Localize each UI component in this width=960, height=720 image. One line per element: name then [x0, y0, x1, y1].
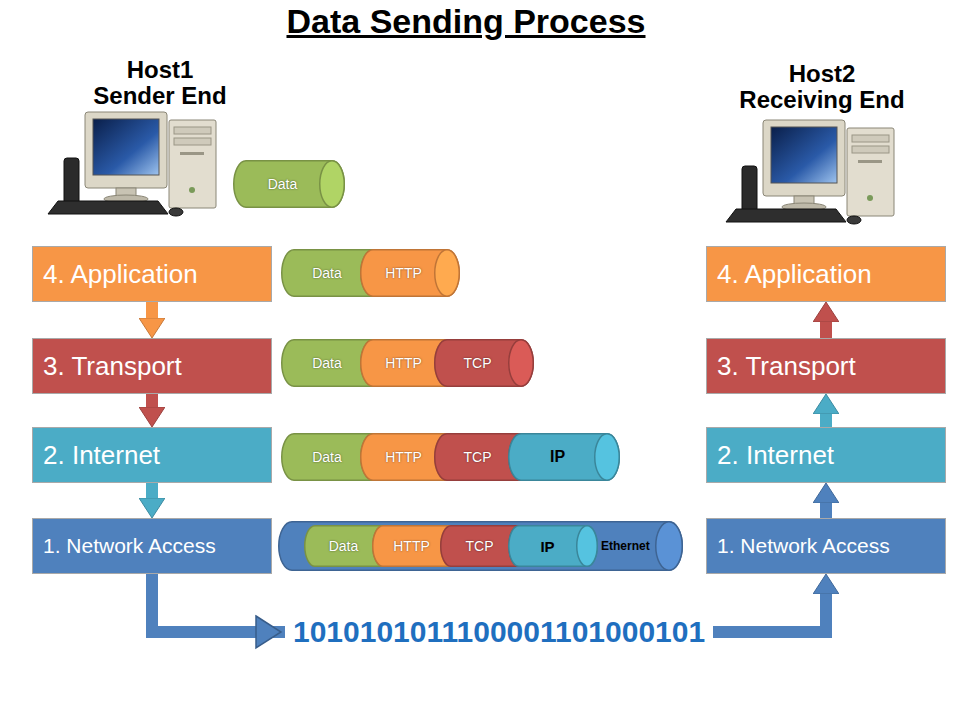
- bit-stream-box: 1010101011100001101000101: [285, 615, 713, 649]
- flow-arrow: [820, 414, 832, 427]
- header-segment: IP: [508, 525, 598, 567]
- header-segment: IP: [508, 433, 620, 481]
- header-name: TCP: [466, 538, 494, 554]
- cylinder-body: [279, 522, 682, 571]
- header-name: Data: [268, 176, 298, 192]
- cylinder-cap: [656, 522, 683, 571]
- arrowhead: [256, 616, 281, 648]
- layer-box: 2. Internet: [32, 427, 272, 483]
- header-name: HTTP: [385, 265, 422, 281]
- cylinder-body: [509, 526, 598, 567]
- header-name: IP: [540, 538, 554, 555]
- header-name: HTTP: [393, 538, 430, 554]
- layer-box: 3. Transport: [706, 338, 946, 394]
- sender-computer: [48, 112, 216, 216]
- header-segment: HTTP: [360, 249, 460, 297]
- header-name: TCP: [464, 449, 492, 465]
- layer-name: 2. Internet: [43, 440, 160, 471]
- header-name: TCP: [464, 355, 492, 371]
- layer-box: 3. Transport: [32, 338, 272, 394]
- layer-name: 3. Transport: [43, 351, 182, 382]
- data-segment: Data: [233, 160, 345, 208]
- layer-name: 1. Network Access: [717, 534, 890, 558]
- title: Data Sending Process: [286, 2, 645, 40]
- header-name: Data: [312, 449, 342, 465]
- layer-name: 4. Application: [717, 259, 872, 290]
- host-heading: Host1: [10, 56, 310, 84]
- header-name: HTTP: [385, 355, 422, 371]
- cylinder-cap: [435, 250, 460, 297]
- host-heading: Sender End: [10, 82, 310, 110]
- layer-box: 2. Internet: [706, 427, 946, 483]
- layer-box: 1. Network Access: [706, 518, 946, 574]
- flow-arrow: [820, 322, 832, 338]
- header-name: Data: [312, 265, 342, 281]
- flow-arrow: [146, 483, 158, 498]
- header-name: Data: [312, 355, 342, 371]
- frame-cylinder: Ethernet Data HTTP TCP IP: [278, 521, 683, 571]
- bit-stream: 1010101011100001101000101: [293, 615, 705, 648]
- flow-arrow: [146, 302, 158, 318]
- header-name: IP: [550, 448, 565, 466]
- flow-arrow: [820, 503, 832, 518]
- header-name: Ethernet: [601, 539, 650, 553]
- host-name: Sender End: [93, 82, 226, 109]
- layer-name: 2. Internet: [717, 440, 834, 471]
- cylinder-cap: [320, 161, 345, 208]
- receiver-computer: [726, 120, 894, 224]
- cylinder-cap: [595, 434, 620, 481]
- host-heading: Receiving End: [672, 86, 960, 114]
- host-name: Receiving End: [739, 86, 904, 113]
- host-name: Host2: [789, 60, 856, 87]
- cylinder-body: [234, 161, 345, 208]
- flow-arrow: [146, 394, 158, 407]
- host-name: Host1: [127, 56, 194, 83]
- layer-name: 4. Application: [43, 259, 198, 290]
- layer-box: 4. Application: [32, 246, 272, 302]
- layer-box: 4. Application: [706, 246, 946, 302]
- header-segment: TCP: [434, 339, 534, 387]
- title-box: Data Sending Process: [0, 2, 932, 41]
- cylinder-cap: [509, 340, 534, 387]
- cylinder-cap: [577, 526, 598, 567]
- header-name: HTTP: [385, 449, 422, 465]
- layer-name: 1. Network Access: [43, 534, 216, 558]
- header-name: Data: [329, 538, 359, 554]
- layer-box: 1. Network Access: [32, 518, 272, 574]
- host-heading: Host2: [672, 60, 960, 88]
- cylinder-body: [361, 250, 460, 297]
- layer-name: 3. Transport: [717, 351, 856, 382]
- cylinder-body: [509, 434, 620, 481]
- cylinder-body: [435, 340, 534, 387]
